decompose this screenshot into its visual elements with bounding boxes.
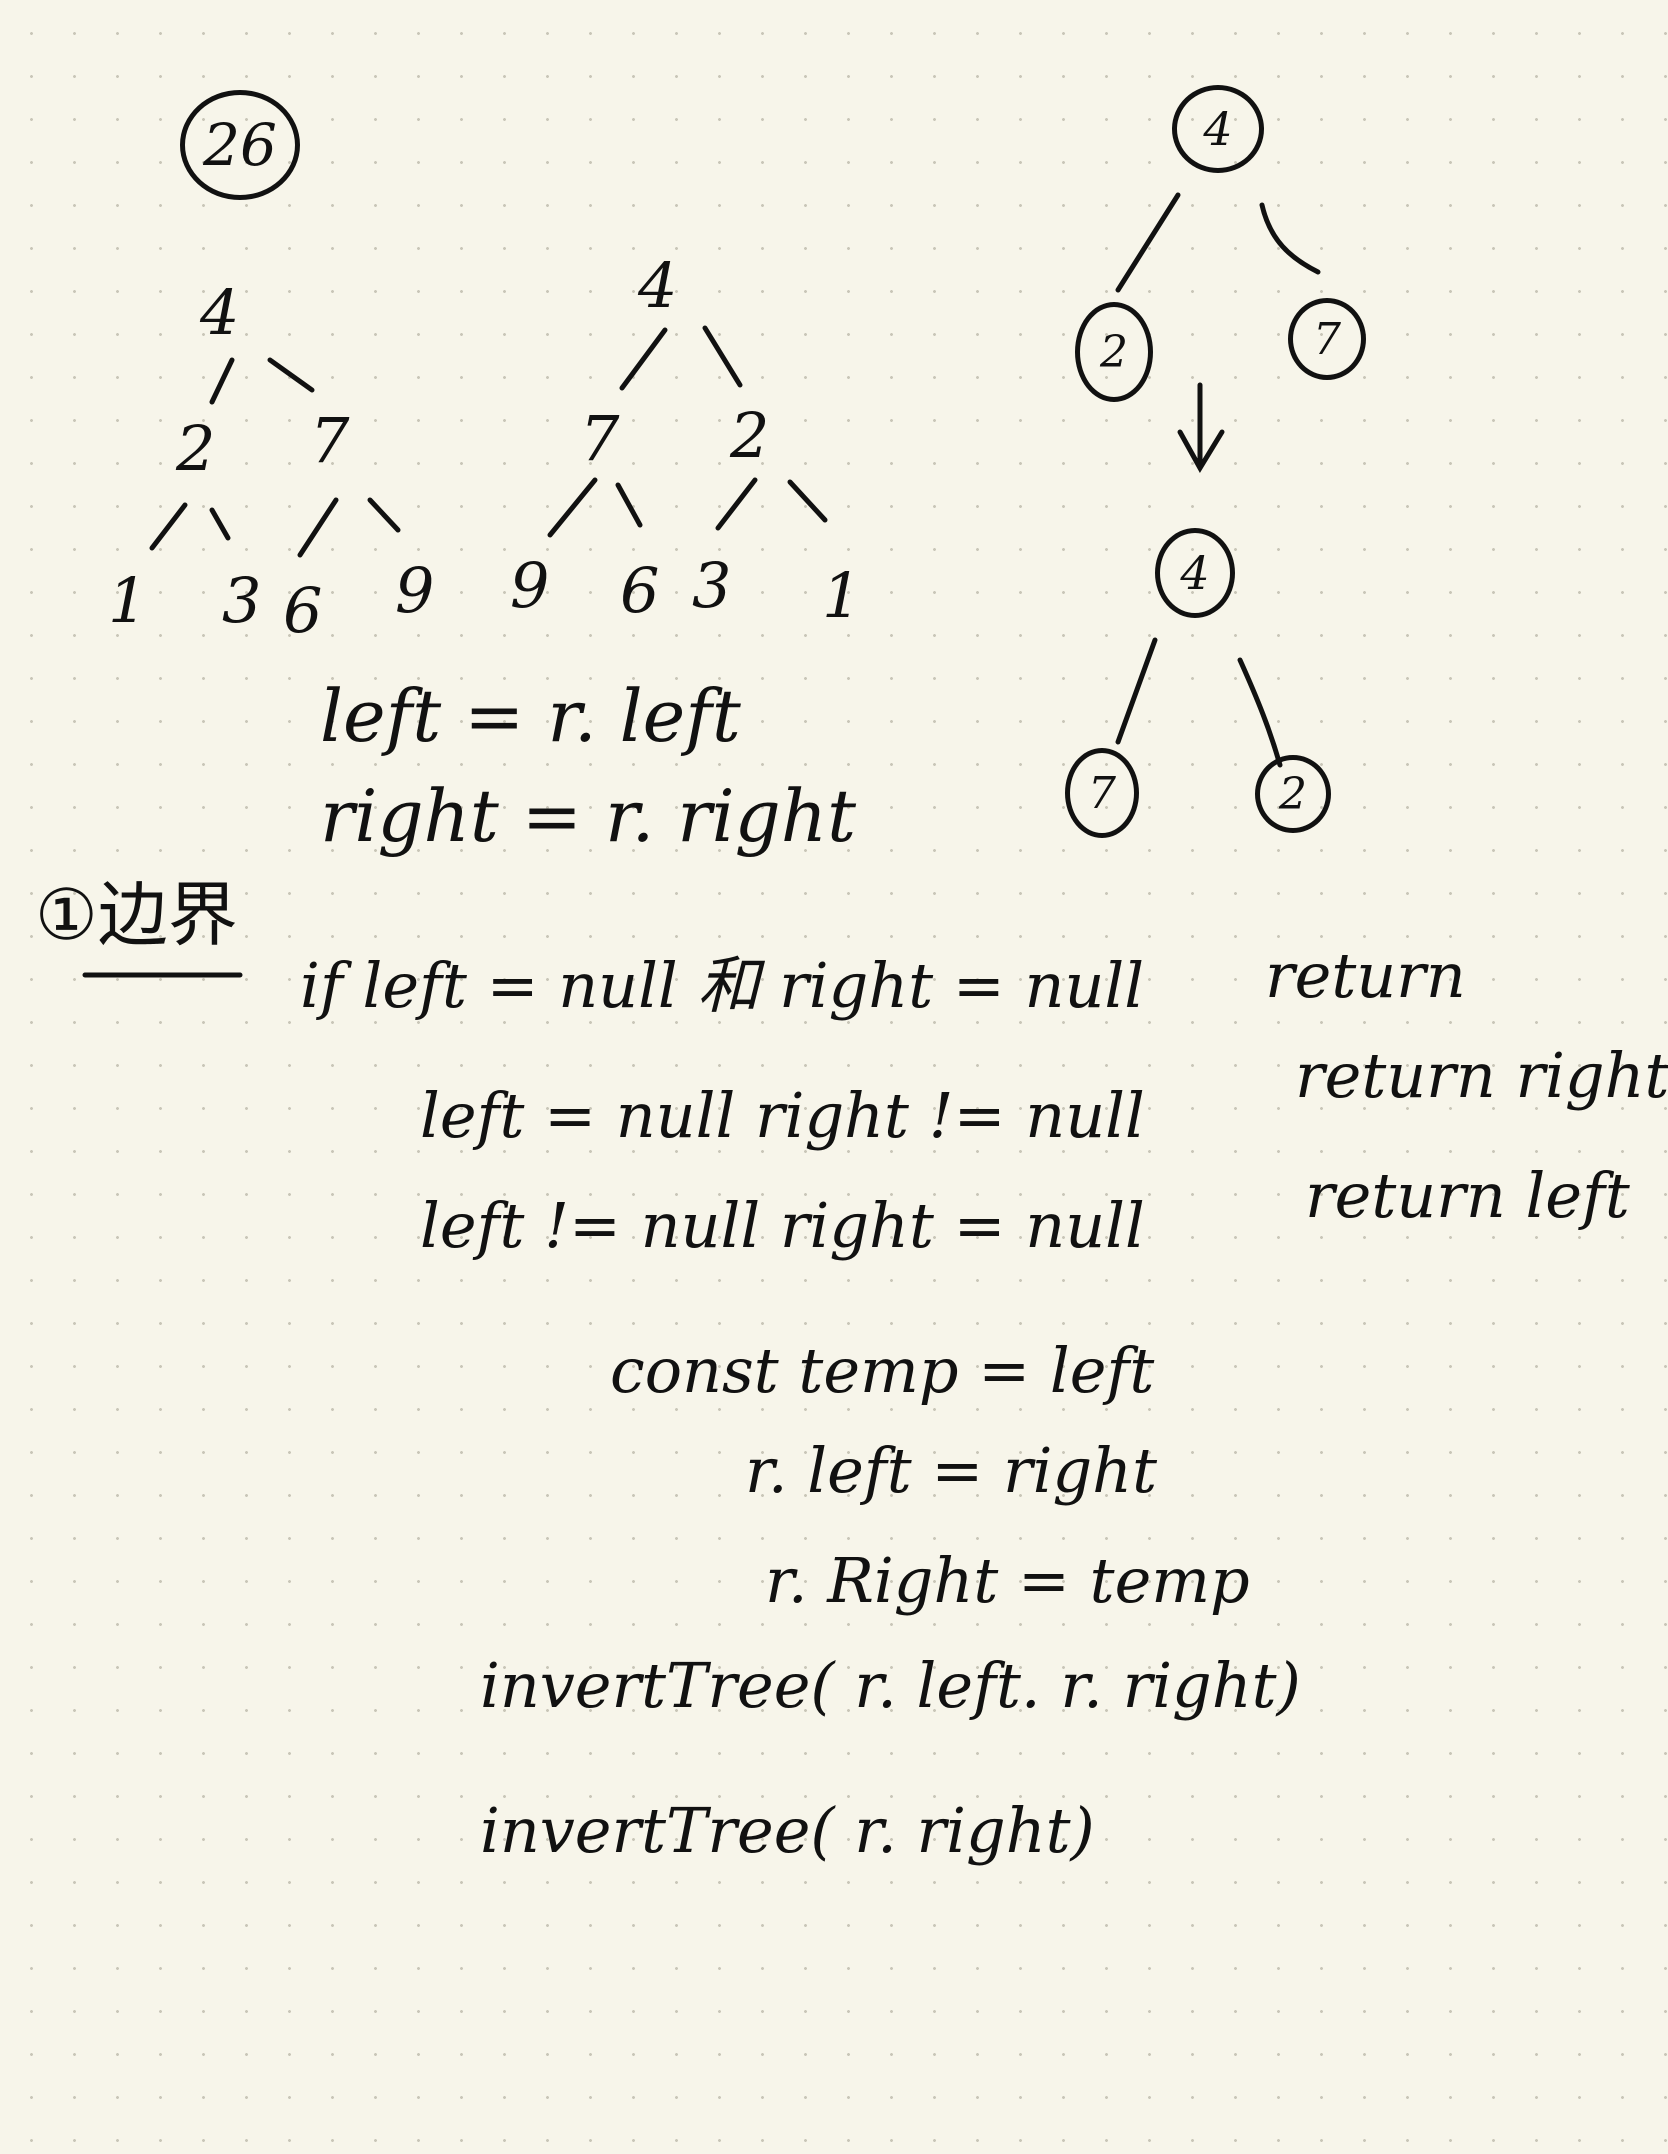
tree-inverted-leaf: 3 [692, 549, 732, 622]
condition-text: if left = null 和 right = null [300, 949, 1145, 1022]
condition-action: return right [1295, 1039, 1668, 1112]
swap-line: const temp = left [610, 1334, 1155, 1407]
condition-action: return [1265, 939, 1466, 1012]
branch [1259, 202, 1321, 275]
branch [367, 497, 401, 533]
tree-original-node: 2 [176, 412, 216, 485]
assignment-line: right = r. right [320, 774, 857, 858]
recursive-call: invertTree( r. left. r. right) [480, 1649, 1301, 1722]
branch [615, 482, 643, 528]
tree-inverted-node: 2 [730, 399, 770, 472]
sketch-bottom-root: 4 [1180, 546, 1210, 600]
tree-inverted-root: 4 [638, 249, 678, 322]
branch [1237, 657, 1283, 768]
sketch-top-root: 4 [1203, 102, 1233, 156]
sketch-node: 7 [1065, 748, 1139, 838]
sketch-node: 4 [1155, 528, 1235, 618]
tree-inverted-node: 7 [580, 402, 620, 475]
sketch-node: 2 [1075, 302, 1153, 402]
arrow-head-icon [1177, 429, 1225, 473]
branch [547, 477, 598, 538]
branch [787, 479, 828, 523]
tree-inverted-leaf: 6 [620, 554, 660, 627]
branch [1115, 637, 1158, 745]
assignment-line: left = r. left [320, 674, 741, 758]
branch [267, 357, 315, 393]
sketch-node: 4 [1172, 85, 1264, 173]
branch [297, 497, 339, 558]
tree-original-leaf: 1 [108, 564, 148, 637]
tree-original-node: 7 [310, 404, 350, 477]
condition-action: return left [1305, 1159, 1630, 1232]
tree-original-leaf: 3 [222, 564, 262, 637]
branch [1115, 192, 1181, 293]
branch [209, 357, 235, 405]
problem-number: 26 [203, 111, 277, 179]
recursive-call: invertTree( r. right) [480, 1794, 1095, 1867]
tree-original-leaf: 9 [395, 554, 435, 627]
branch [715, 477, 758, 531]
problem-number-badge: 26 [180, 90, 300, 200]
boundary-heading: ①边界 [35, 874, 238, 956]
tree-original-root: 4 [200, 276, 240, 349]
branch [149, 502, 188, 551]
sketch-top-child: 7 [1313, 313, 1341, 365]
branch [209, 507, 231, 541]
condition-text: left = null right != null [420, 1079, 1145, 1152]
sketch-node: 7 [1288, 298, 1366, 380]
branch [619, 327, 668, 391]
tree-inverted-leaf: 1 [822, 559, 862, 632]
condition-text: left != null right = null [420, 1189, 1145, 1262]
swap-line: r. Right = temp [765, 1544, 1250, 1617]
tree-original-leaf: 6 [283, 574, 323, 647]
branch [702, 325, 743, 388]
sketch-top-child: 2 [1100, 326, 1128, 378]
swap-line: r. left = right [745, 1434, 1157, 1507]
tree-inverted-leaf: 9 [510, 549, 550, 622]
sketch-node: 2 [1255, 755, 1331, 833]
sketch-bottom-child: 7 [1088, 767, 1116, 819]
sketch-bottom-child: 2 [1279, 768, 1307, 820]
